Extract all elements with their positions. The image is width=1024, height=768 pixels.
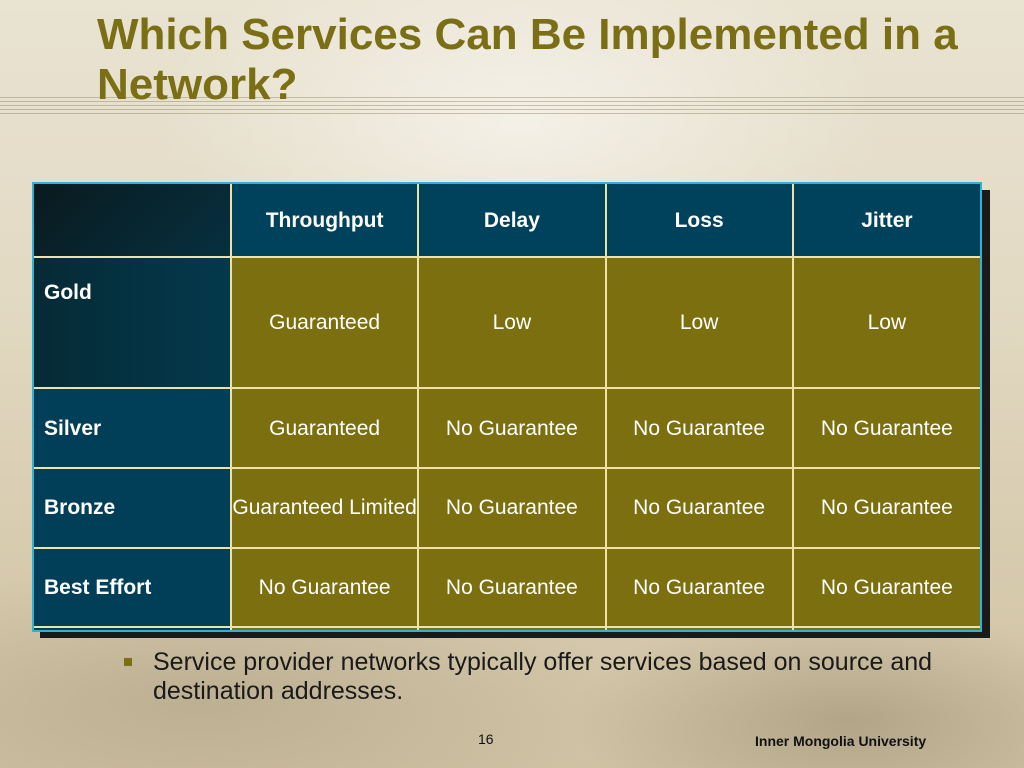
row-label-silver: Silver [34,387,232,469]
table-cell: Guaranteed [229,255,420,390]
table-cell: No Guarantee [604,546,794,629]
table-cell: No Guarantee [791,466,980,549]
service-table: Throughput Delay Loss Jitter Gold Guaran… [32,182,982,632]
header-delay: Delay [417,184,607,258]
table-row: Bronze Guaranteed Limited No Guarantee N… [34,466,980,549]
table-cell [417,626,607,630]
header-corner-cell [34,184,232,258]
table-cell: Guaranteed Limited [229,466,420,549]
table-cell: Low [791,255,980,390]
table-cell: No Guarantee [604,466,794,549]
table-cell: Guaranteed [229,387,420,469]
table-cell [604,626,794,630]
table-row [34,626,980,630]
table-cell: Low [604,255,794,390]
header-throughput: Throughput [229,184,420,258]
table-cell: No Guarantee [229,546,420,629]
footer-institution: Inner Mongolia University [755,733,927,749]
slide-title: Which Services Can Be Implemented in a N… [97,10,958,109]
table-row: Silver Guaranteed No Guarantee No Guaran… [34,387,980,469]
table-cell: No Guarantee [417,387,607,469]
table-cell [229,626,420,630]
decorative-rules [0,97,1024,117]
table-row: Best Effort No Guarantee No Guarantee No… [34,546,980,629]
table-cell: No Guarantee [417,546,607,629]
bullet-square-icon [124,658,132,666]
table-cell [791,626,980,630]
table-header-row: Throughput Delay Loss Jitter [34,184,980,258]
table-cell: No Guarantee [604,387,794,469]
bullet-text: Service provider networks typically offe… [153,648,933,705]
row-label-best-effort: Best Effort [34,546,232,629]
table-cell: No Guarantee [791,546,980,629]
page-number: 16 [478,731,494,747]
table-row: Gold Guaranteed Low Low Low [34,255,980,390]
table-cell: Low [417,255,607,390]
row-label-bronze: Bronze [34,466,232,549]
header-loss: Loss [604,184,794,258]
header-jitter: Jitter [791,184,980,258]
table-cell: No Guarantee [791,387,980,469]
row-label-gold: Gold [34,255,232,390]
row-label-empty [34,626,232,630]
table-cell: No Guarantee [417,466,607,549]
